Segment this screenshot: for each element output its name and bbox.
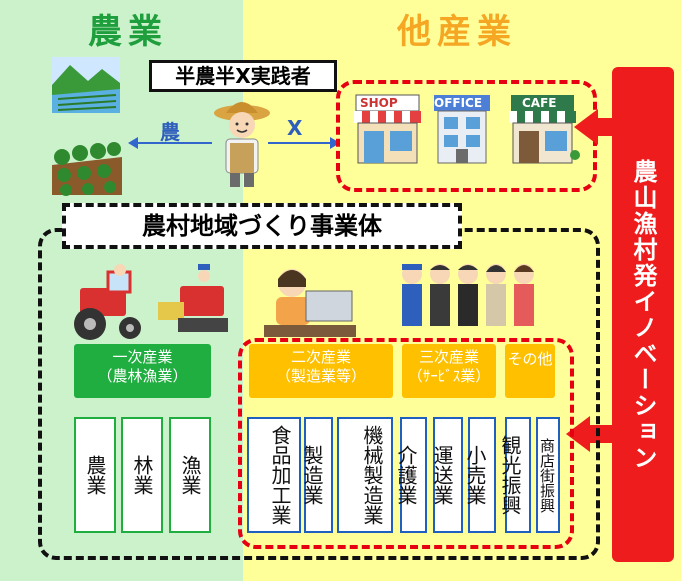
- item-retail: 小売業: [463, 417, 496, 533]
- item-manufacturing: 製造業: [300, 417, 333, 533]
- shop-sign: SHOP: [360, 96, 398, 110]
- office-sign: OFFICE: [434, 96, 483, 110]
- rice-field-icon: [50, 55, 122, 115]
- secondary-tertiary-group: [238, 338, 574, 549]
- category-tertiary: 三次産業 （ｻｰﾋﾞｽ業）: [402, 344, 496, 398]
- item-transport: 運送業: [430, 417, 463, 533]
- innovation-arrow-upper-head: [574, 109, 598, 145]
- arrow-right-head: [330, 137, 340, 149]
- category-other: その他: [505, 344, 555, 398]
- item-food-processing: 食品加工業: [247, 417, 301, 533]
- category-tertiary-sub: （ｻｰﾋﾞｽ業）: [407, 367, 491, 385]
- office-icon: [432, 93, 492, 165]
- practitioner-label: 半農半X実践者: [149, 60, 337, 92]
- arrow-left-head: [128, 137, 138, 149]
- item-fishery: 漁業: [169, 417, 211, 533]
- item-forestry: 林業: [121, 417, 163, 533]
- innovation-arrow-upper-body: [598, 118, 614, 136]
- vegetable-field-icon: [50, 135, 124, 197]
- other-industry-header: 他産業: [397, 12, 517, 52]
- category-tertiary-name: 三次産業: [418, 348, 479, 366]
- item-care: 介護業: [394, 417, 427, 533]
- category-secondary-name: 二次産業: [290, 348, 351, 366]
- item-shopping-street: 商店街振興: [536, 417, 560, 533]
- item-tourism: 観光振興: [498, 417, 531, 533]
- item-machinery: 機械製造業: [337, 417, 393, 533]
- x-arrow-label: X: [287, 116, 303, 140]
- arrow-to-agriculture: [137, 142, 212, 144]
- office-worker-icon: [260, 265, 360, 340]
- workers-group-icon: [398, 258, 548, 342]
- innovation-bar: 農山漁村発イノベーション: [612, 67, 674, 562]
- category-primary: 一次産業 （農林漁業）: [74, 344, 211, 398]
- agriculture-header: 農業: [88, 12, 168, 52]
- farmer-icon: [212, 95, 272, 190]
- cafe-icon: [505, 93, 580, 165]
- cafe-sign: CAFE: [522, 96, 557, 110]
- category-primary-name: 一次産業: [112, 348, 173, 366]
- category-primary-sub: （農林漁業）: [97, 367, 188, 385]
- shop-icon: [350, 93, 425, 165]
- tractor-icon: [60, 262, 160, 342]
- organization-title: 農村地域づくり事業体: [62, 203, 462, 249]
- item-agriculture: 農業: [74, 417, 116, 533]
- arrow-to-other-industry: [268, 142, 330, 144]
- agri-arrow-label: 農: [160, 120, 180, 144]
- category-other-name: その他: [507, 350, 553, 368]
- category-secondary: 二次産業 （製造業等）: [249, 344, 393, 398]
- harvester-icon: [150, 262, 240, 342]
- category-secondary-sub: （製造業等）: [275, 367, 366, 385]
